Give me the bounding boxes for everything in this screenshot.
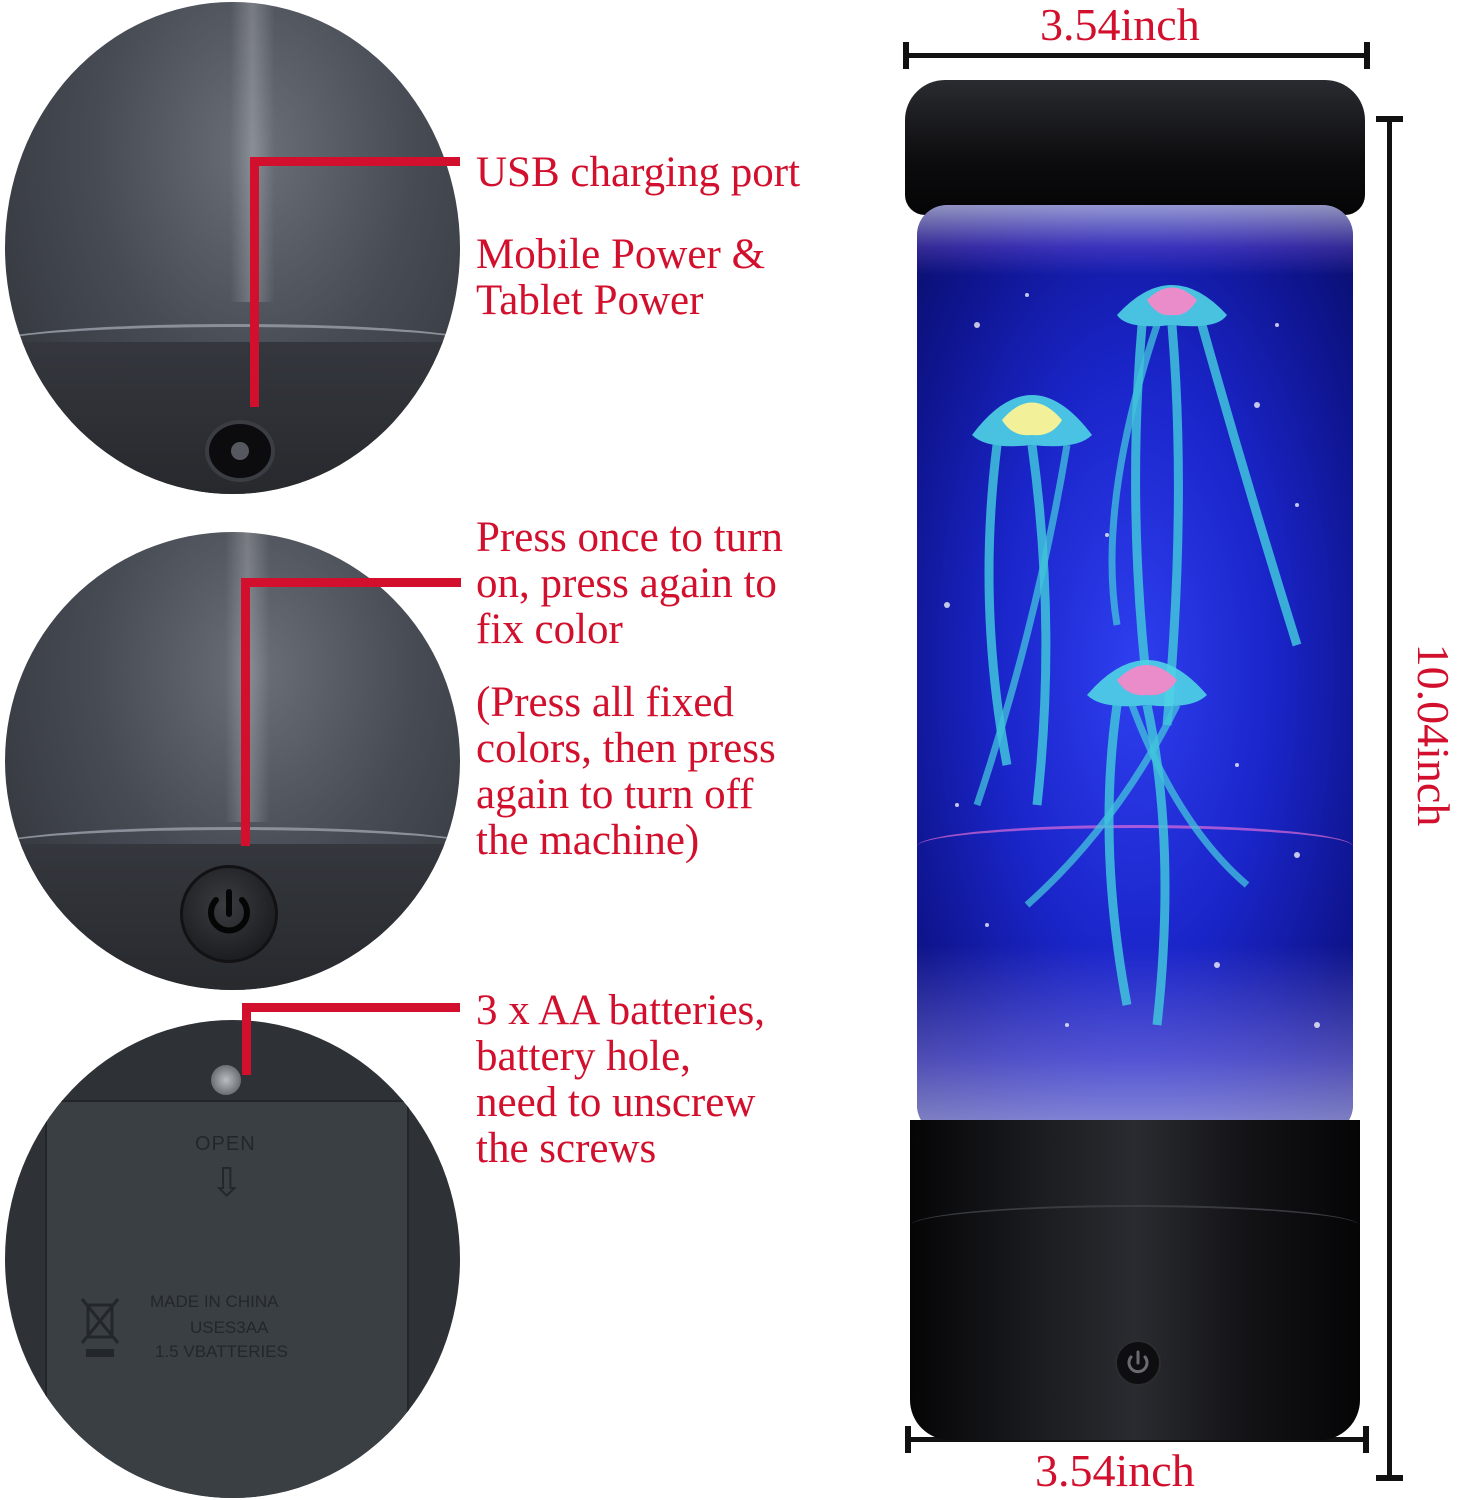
lamp-power-button-icon (1115, 1340, 1161, 1386)
top-width-tick-right (1364, 42, 1370, 69)
usb-port-icon (205, 420, 275, 482)
lamp-water-tank (917, 205, 1353, 1135)
screw-icon (211, 1065, 241, 1095)
height-tick-top (1376, 116, 1403, 122)
arrow-down-icon: ⇩ (210, 1160, 244, 1206)
height-label: 10.04inch (1408, 643, 1459, 827)
usb-leader-vertical (250, 157, 259, 407)
jellyfish-lamp (900, 80, 1370, 1440)
jellyfish-illustration (944, 285, 1320, 1028)
open-text: OPEN (195, 1133, 256, 1155)
usb-desc: Mobile Power & Tablet Power (476, 231, 766, 324)
lamp-top-cap (905, 80, 1365, 215)
power-button-icon (180, 865, 278, 963)
batteries-text: 1.5 VBATTERIES (155, 1342, 288, 1361)
button-leader-vertical (241, 578, 250, 846)
battery-cover-closeup: OPEN ⇩ MADE IN CHINA USES3AA 1.5 VBATTER… (5, 1020, 460, 1498)
battery-leader-vertical (242, 1003, 251, 1075)
battery-cover-plate (45, 1100, 409, 1498)
seam-ring (5, 827, 460, 870)
bottom-width-tick-right (1363, 1426, 1369, 1453)
seam-ring (5, 324, 460, 367)
top-width-tick-left (903, 42, 909, 69)
usb-port-closeup (5, 2, 460, 494)
height-tick-bottom (1376, 1475, 1403, 1481)
lamp-base-ring (910, 1205, 1360, 1247)
usb-title: USB charging port (476, 149, 801, 196)
battery-leader-horizontal (242, 1003, 460, 1012)
button-title: Press once to turn on, press again to fi… (476, 514, 783, 653)
power-button-closeup (5, 532, 460, 990)
bottom-width-tick-left (905, 1426, 911, 1453)
button-leader-horizontal (241, 578, 461, 587)
button-desc: (Press all fixed colors, then press agai… (476, 679, 776, 864)
top-width-label: 3.54inch (1040, 0, 1200, 50)
battery-desc: 3 x AA batteries, battery hole, need to … (476, 987, 766, 1172)
made-in-text: MADE IN CHINA (150, 1292, 279, 1311)
recycle-bin-icon (80, 1295, 120, 1365)
lamp-base (910, 1120, 1360, 1440)
bottom-width-label: 3.54inch (1035, 1445, 1195, 1496)
usb-leader-horizontal (250, 157, 460, 166)
top-width-line (905, 53, 1368, 58)
uses-text: USES3AA (190, 1318, 269, 1337)
height-line (1387, 118, 1392, 1478)
